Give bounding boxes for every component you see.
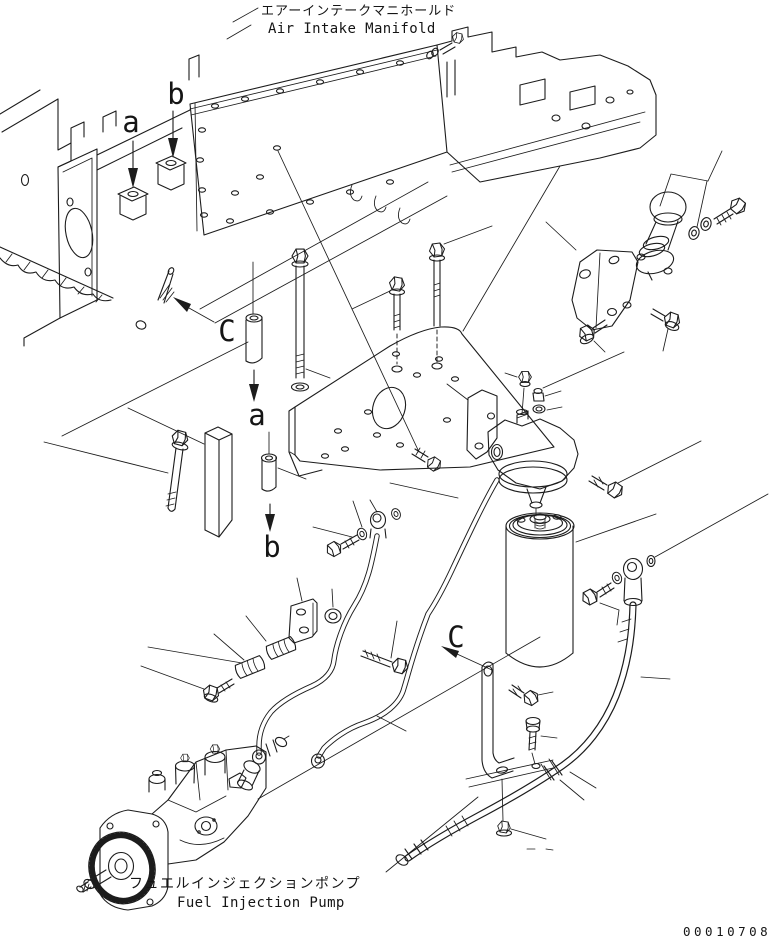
- marker-b-mid: b: [263, 530, 281, 564]
- pump-inlet-elbow: [228, 735, 290, 791]
- assembly-arrow-a-upper: [128, 140, 138, 188]
- hose-clamp: [540, 758, 597, 801]
- clamp-bolt: [200, 678, 235, 703]
- bracket-bolt-right: [650, 308, 683, 352]
- marker-a-upper: a: [122, 105, 140, 139]
- banjo-fitting-right: [579, 493, 769, 626]
- manifold-bolt-holes: [195, 60, 405, 224]
- small-bolt-top-right: [426, 31, 466, 60]
- flange-nut: [495, 820, 547, 840]
- support-strap: [441, 646, 558, 851]
- fuel-injection-pump: [76, 735, 290, 911]
- drawing-number: 00010708: [683, 924, 769, 939]
- rubber-clamp-1: [265, 636, 297, 660]
- cover-plate-holes: [320, 351, 460, 459]
- fuel-pipes: [251, 477, 500, 769]
- sleeve-c: [245, 261, 263, 402]
- bottom-label-english: Fuel Injection Pump: [177, 895, 345, 911]
- banjo-bolt-pipe1: [312, 499, 403, 559]
- rubber-clamp-2: [234, 655, 266, 679]
- filter-head-bolt: [588, 440, 702, 501]
- marker-c-bottom: C: [447, 620, 465, 654]
- marker-a-mid: a: [248, 398, 266, 432]
- top-label-japanese: エアーインテークマニホールド: [261, 4, 457, 19]
- cover-plate: [288, 326, 555, 477]
- fuel-hose: [395, 601, 671, 866]
- pump-shaft: [76, 869, 112, 893]
- strap-bolt-diagonal: [508, 684, 554, 709]
- stud-detail: [135, 267, 215, 330]
- air-intake-manifold: [188, 26, 657, 236]
- cover-plate-bolts: [290, 225, 493, 392]
- pipe-clamps: [140, 577, 411, 703]
- marker-c-left: C: [218, 314, 236, 348]
- view-arrow-c-bottom: [441, 646, 493, 671]
- bracket-bolt-left: [576, 319, 608, 353]
- sleeve-b: [260, 431, 307, 532]
- filter-plug-bolt: [504, 371, 532, 415]
- delivery-valve-fittings: [148, 744, 226, 793]
- small-bolt-mid: [411, 447, 444, 474]
- strap-bolt-vertical: [525, 716, 558, 770]
- manifold-mount-bosses: [117, 155, 187, 221]
- support-block: [165, 426, 233, 538]
- fuel-filter-head: [446, 351, 702, 517]
- assembly-arrow-b-upper: [168, 110, 178, 158]
- clamp-long-bolt: [360, 620, 411, 676]
- priming-pump: [635, 191, 687, 281]
- filter-plug2: [532, 351, 625, 414]
- hose-end-fitting: [395, 839, 429, 866]
- engine-block: [0, 89, 191, 347]
- bolt-top-right: [713, 195, 750, 226]
- fuel-filter-cartridge: [505, 512, 657, 668]
- top-label-english: Air Intake Manifold: [268, 21, 436, 37]
- bottom-label-japanese: フュエルインジェクションポンプ: [129, 876, 362, 892]
- marker-b-upper: b: [167, 77, 185, 111]
- bracket-assembly-top-right: [545, 150, 750, 353]
